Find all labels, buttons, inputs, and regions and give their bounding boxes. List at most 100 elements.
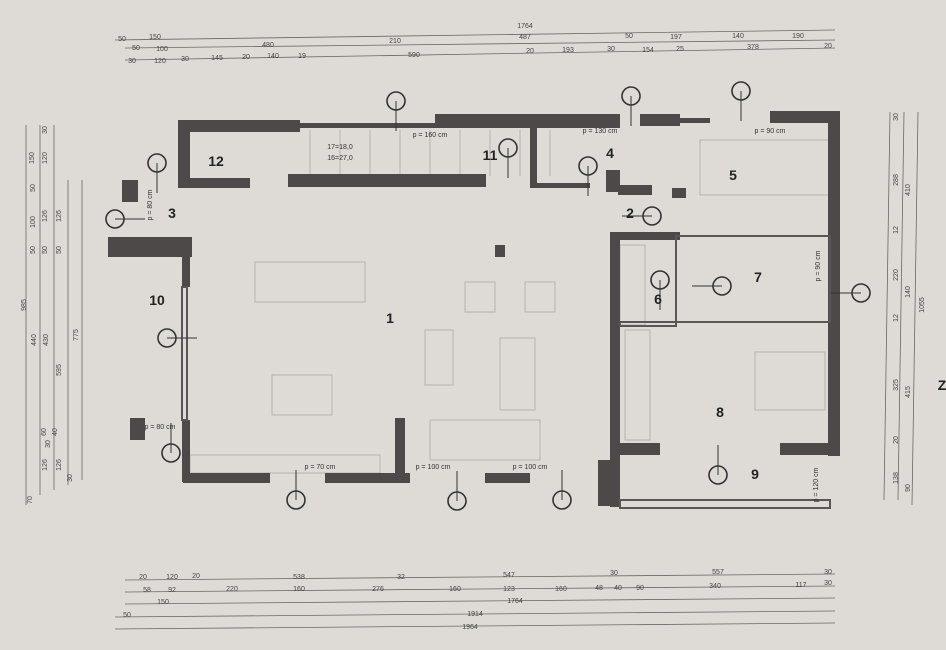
dimension-top: 140	[267, 53, 279, 60]
dimension-right: 1055	[919, 297, 926, 313]
dimension-line	[883, 111, 891, 501]
dimension-left: 595	[56, 364, 63, 376]
wall	[610, 232, 680, 240]
dimension-bottom: 50	[123, 612, 131, 619]
dimension-bottom: 90	[636, 585, 644, 592]
dimension-top: 25	[676, 46, 684, 53]
dimension-left: 60	[41, 428, 48, 436]
dimension-left: 775	[73, 329, 80, 341]
door-marker-circle	[161, 443, 181, 463]
dimension-left: 126	[42, 210, 49, 222]
dimension-left: 50	[30, 184, 37, 192]
door-marker-circle	[578, 156, 598, 176]
dimension-top: 20	[526, 48, 534, 55]
dimension-bottom: 340	[709, 583, 721, 590]
door-marker-circle	[642, 206, 662, 226]
dimension-right: 325	[893, 379, 900, 391]
room-number-10: 10	[149, 292, 165, 308]
opening-label: p = 100 cm	[513, 464, 548, 471]
dimension-bottom: 30	[824, 569, 832, 576]
dimension-right: 12	[893, 314, 900, 322]
dimension-right: 90	[905, 484, 912, 492]
dimension-bottom: 1964	[462, 624, 478, 631]
dimension-left: 50	[56, 246, 63, 254]
room-number-7: 7	[754, 269, 762, 285]
dimension-right: 140	[905, 286, 912, 298]
door-marker-circle	[650, 270, 670, 290]
wall	[183, 473, 270, 483]
door-marker-circle	[286, 490, 306, 510]
dimension-bottom: 160	[449, 586, 461, 593]
dimension-top: 480	[262, 42, 274, 49]
opening-label: p = 80 cm	[147, 189, 154, 220]
door-marker-circle	[386, 91, 406, 111]
dimension-line	[114, 29, 836, 41]
wall	[108, 237, 192, 257]
furniture-outline	[624, 329, 651, 441]
dimension-bottom: 160	[293, 586, 305, 593]
partition-wall	[181, 286, 188, 421]
furniture-outline	[254, 261, 366, 303]
room-number-2: 2	[626, 205, 634, 221]
dimension-top: 590	[408, 52, 420, 59]
door-marker-circle	[708, 465, 728, 485]
partition-wall	[619, 499, 831, 509]
wall	[182, 420, 190, 482]
dimension-top: 145	[211, 55, 223, 62]
room-number-6: 6	[654, 291, 662, 307]
door-marker-circle	[712, 276, 732, 296]
furniture-outline	[754, 351, 826, 411]
door-marker-circle	[498, 138, 518, 158]
dimension-bottom: 30	[610, 570, 618, 577]
walls	[108, 111, 840, 509]
furniture-outline	[619, 244, 646, 326]
dimension-line	[911, 111, 919, 506]
dimension-right: 220	[893, 269, 900, 281]
wall	[300, 123, 435, 128]
wall	[770, 111, 840, 123]
dimension-bottom: 32	[397, 574, 405, 581]
dimension-top: 50	[118, 36, 126, 43]
dimension-left: 430	[43, 334, 50, 346]
dimension-right: 20	[893, 436, 900, 444]
wall	[672, 188, 686, 198]
dimension-bottom: 58	[143, 587, 151, 594]
dimension-line	[124, 597, 836, 605]
dimension-line	[114, 610, 836, 618]
dimension-bottom: 20	[139, 574, 147, 581]
furniture-outline	[524, 281, 556, 313]
wall	[530, 126, 537, 188]
furniture	[189, 130, 831, 474]
wall	[828, 111, 840, 456]
dimension-left: 126	[56, 210, 63, 222]
dimension-left: 70	[27, 496, 34, 504]
room-number-5: 5	[729, 167, 737, 183]
wall	[485, 473, 530, 483]
dimension-right: 415	[905, 386, 912, 398]
wall	[610, 232, 620, 507]
wall	[530, 183, 590, 188]
dimension-bottom: 160	[555, 586, 567, 593]
dimension-bottom: 40	[614, 585, 622, 592]
dimension-top: 100	[156, 46, 168, 53]
dimension-bottom: 20	[192, 573, 200, 580]
dimension-bottom: 220	[226, 586, 238, 593]
dimension-top: 20	[824, 43, 832, 50]
room-number-1: 1	[386, 310, 394, 326]
wall	[618, 185, 652, 195]
wall	[606, 170, 620, 192]
dimension-left: 150	[29, 152, 36, 164]
wall	[435, 114, 620, 128]
furniture-outline	[271, 374, 333, 416]
furniture-outline	[189, 454, 381, 474]
dimension-bottom: 547	[503, 572, 515, 579]
dimension-line	[124, 39, 836, 49]
wall	[130, 418, 145, 440]
dimension-left: 985	[21, 299, 28, 311]
room-number-3: 3	[168, 205, 176, 221]
dimension-line	[897, 111, 905, 501]
furniture-outline	[429, 419, 541, 461]
dimension-bottom: 117	[795, 582, 806, 589]
door-marker-circle	[105, 209, 125, 229]
